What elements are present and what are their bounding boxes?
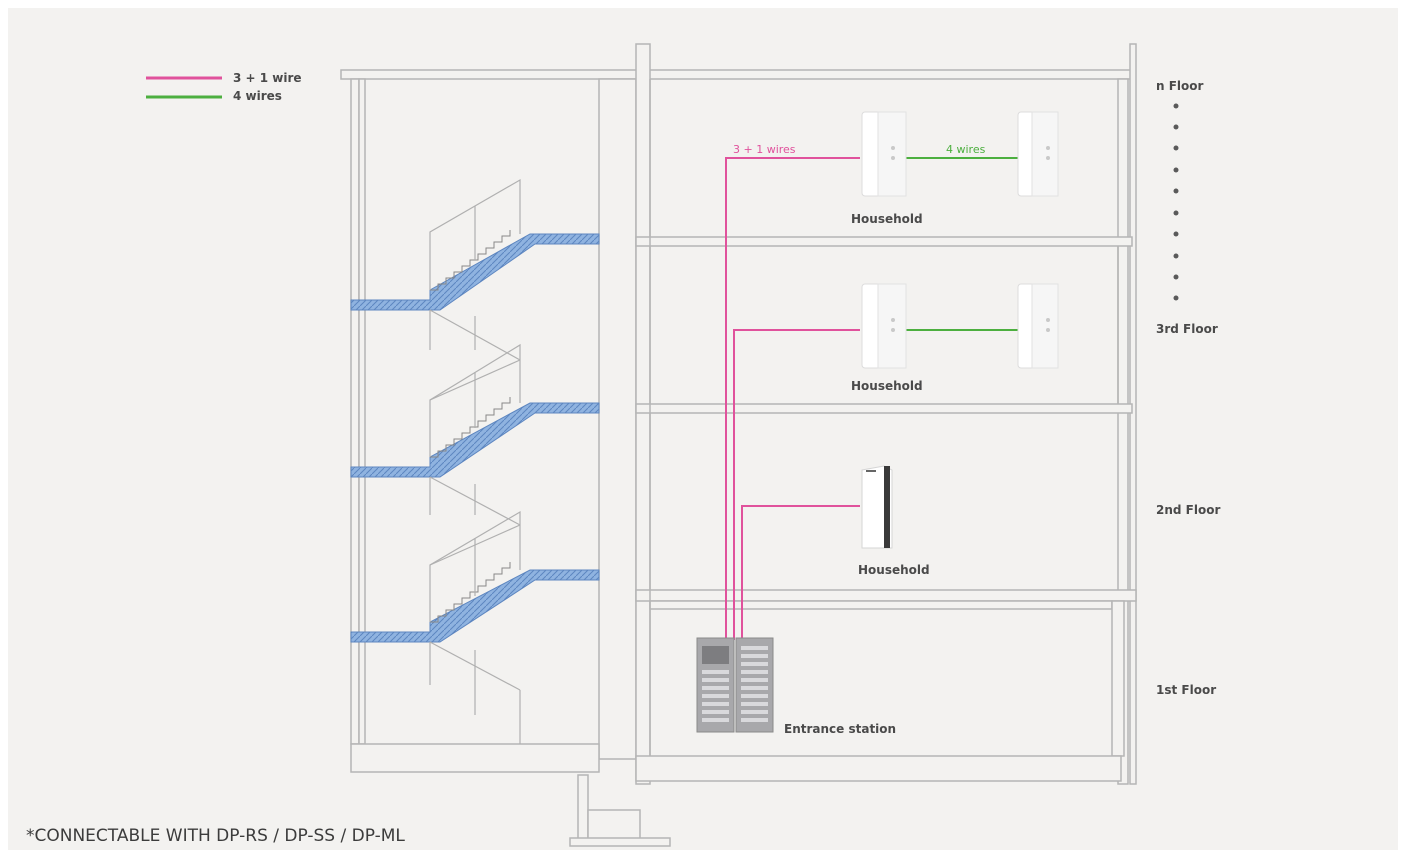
legend-green-label: 4 wires [233,89,282,103]
pink-wire-second [741,505,860,640]
green-wire-label: 4 wires [946,143,986,156]
pink-wire-mid [733,329,860,640]
stair-ground-slab [350,743,600,773]
household-mid-label: Household [851,379,923,393]
legend: 3 + 1 wire 4 wires [146,71,302,103]
floor-label-1: 1st Floor [1156,683,1216,697]
intercom-device-top-left [861,111,907,197]
diagram-canvas: 3 + 1 wire 4 wires [8,8,1398,850]
wires [725,157,1018,640]
pink-wire-top [725,157,860,640]
central-column [635,43,651,785]
right-post [1129,43,1137,785]
roof-slab [340,69,1132,80]
foundation-base [569,837,671,847]
household-devices [861,111,1059,549]
left-wall-inner [358,78,366,745]
slab-n [635,236,1133,247]
household-top-label: Household [851,212,923,226]
household-second-label: Household [858,563,930,577]
intercom-device-second [861,465,893,549]
entrance-station [696,637,774,733]
left-wall-outer [350,78,360,745]
slab-3 [635,403,1133,414]
ground-slab [635,755,1122,782]
floor-label-n: n Floor [1156,79,1204,93]
floor-label-2: 2nd Floor [1156,503,1220,517]
footnote: *CONNECTABLE WITH DP-RS / DP-SS / DP-ML [26,826,405,846]
right-wall-lower [1111,600,1125,757]
intercom-device-mid-left [861,283,907,369]
floor-ellipsis-dots [1173,103,1179,301]
slab-1-inner [649,600,1113,610]
legend-pink-label: 3 + 1 wire [233,71,302,85]
building-structure [340,43,1137,847]
core-wall [598,78,637,760]
building-diagram: 3 + 1 wire 4 wires [26,43,1220,847]
intercom-device-top-right [1017,111,1059,197]
intercom-device-mid-right [1017,283,1059,369]
right-wall [1117,78,1129,785]
entrance-station-label: Entrance station [784,722,896,736]
slab-2 [635,589,1137,602]
staircase [350,178,600,744]
foundation-left [577,774,589,841]
foundation-block [587,809,641,841]
pink-wire-label: 3 + 1 wires [733,143,796,156]
floor-label-3: 3rd Floor [1156,322,1218,336]
